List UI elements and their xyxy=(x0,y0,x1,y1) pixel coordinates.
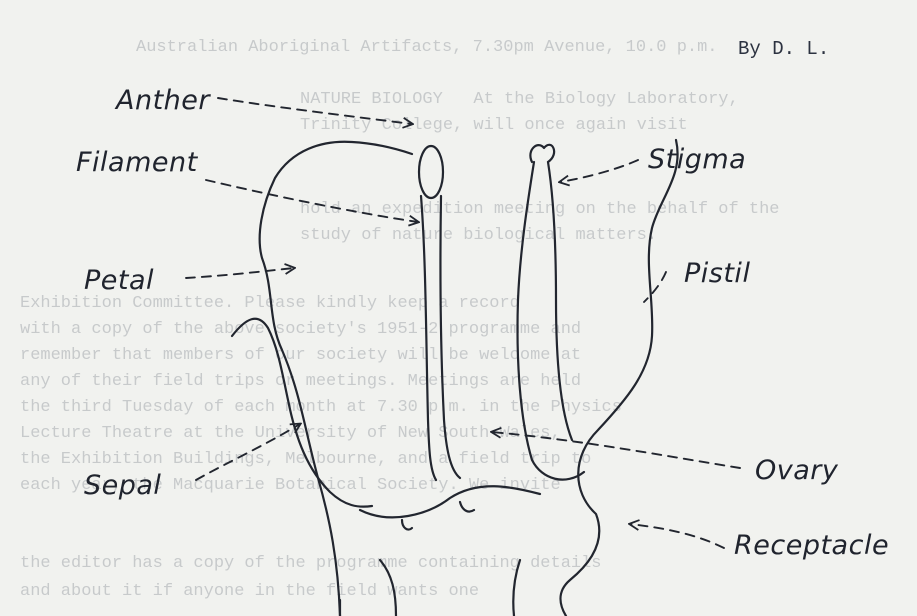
filament-pointer xyxy=(206,180,418,222)
ovary-outline xyxy=(561,140,678,616)
label-stigma: Stigma xyxy=(648,144,746,175)
pistil-pointer xyxy=(644,272,666,302)
receptacle-pointer xyxy=(630,524,724,548)
sepal-pointer xyxy=(196,424,300,480)
label-receptacle: Receptacle xyxy=(734,530,889,561)
label-filament: Filament xyxy=(76,147,198,178)
anther-shape xyxy=(419,146,443,198)
anther-pointer xyxy=(218,98,412,124)
petal-pointer xyxy=(186,268,294,278)
label-anther: Anther xyxy=(116,85,210,116)
pistil-outline xyxy=(518,162,584,480)
stem-outline xyxy=(380,560,396,616)
label-petal: Petal xyxy=(84,265,154,296)
label-sepal: Sepal xyxy=(84,470,161,501)
stigma-pointer xyxy=(560,160,638,182)
label-ovary: Ovary xyxy=(755,455,838,486)
label-pistil: Pistil xyxy=(684,258,750,289)
filament-outline xyxy=(421,196,436,480)
stigma-outline xyxy=(530,145,554,162)
